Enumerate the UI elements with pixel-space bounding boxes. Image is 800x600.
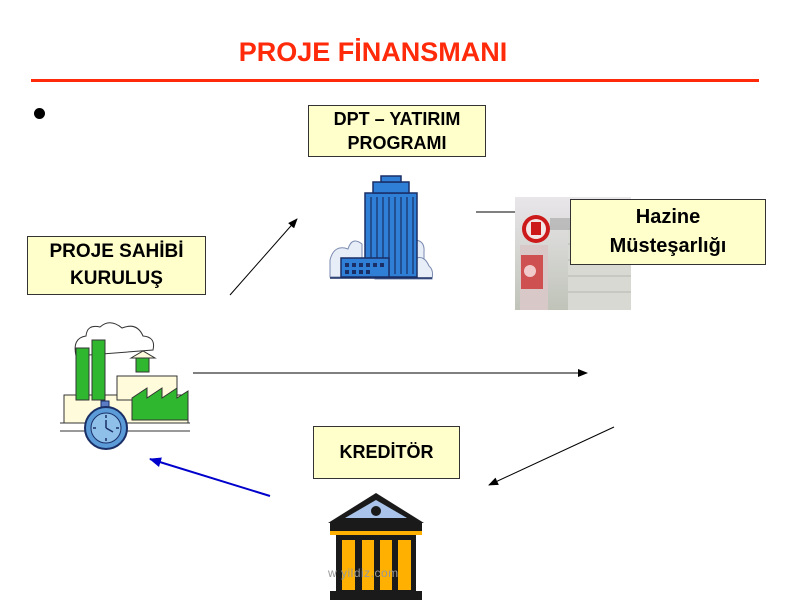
title-underline bbox=[31, 79, 759, 82]
footer-watermark: w yildiz.com bbox=[328, 566, 399, 580]
bullet-point bbox=[34, 108, 45, 119]
page-title: PROJE FİNANSMANI bbox=[238, 37, 508, 67]
dpt-yatirim-programi-box: DPT – YATIRIM PROGRAMI bbox=[308, 105, 486, 157]
arrow-hazine-to-kreditor bbox=[488, 426, 615, 486]
hazine-mustesarligi-box: Hazine Müsteşarlığı bbox=[570, 199, 766, 265]
kreditor-box: KREDİTÖR bbox=[313, 426, 460, 479]
arrow-bank-to-factory bbox=[149, 457, 271, 497]
factory-icon bbox=[60, 322, 190, 450]
bank-icon bbox=[328, 493, 424, 600]
office-building-icon bbox=[329, 175, 434, 280]
proje-sahibi-kurulus-box: PROJE SAHİBİ KURULUŞ bbox=[27, 236, 206, 295]
arrow-sahibi-to-dpt bbox=[229, 218, 298, 296]
